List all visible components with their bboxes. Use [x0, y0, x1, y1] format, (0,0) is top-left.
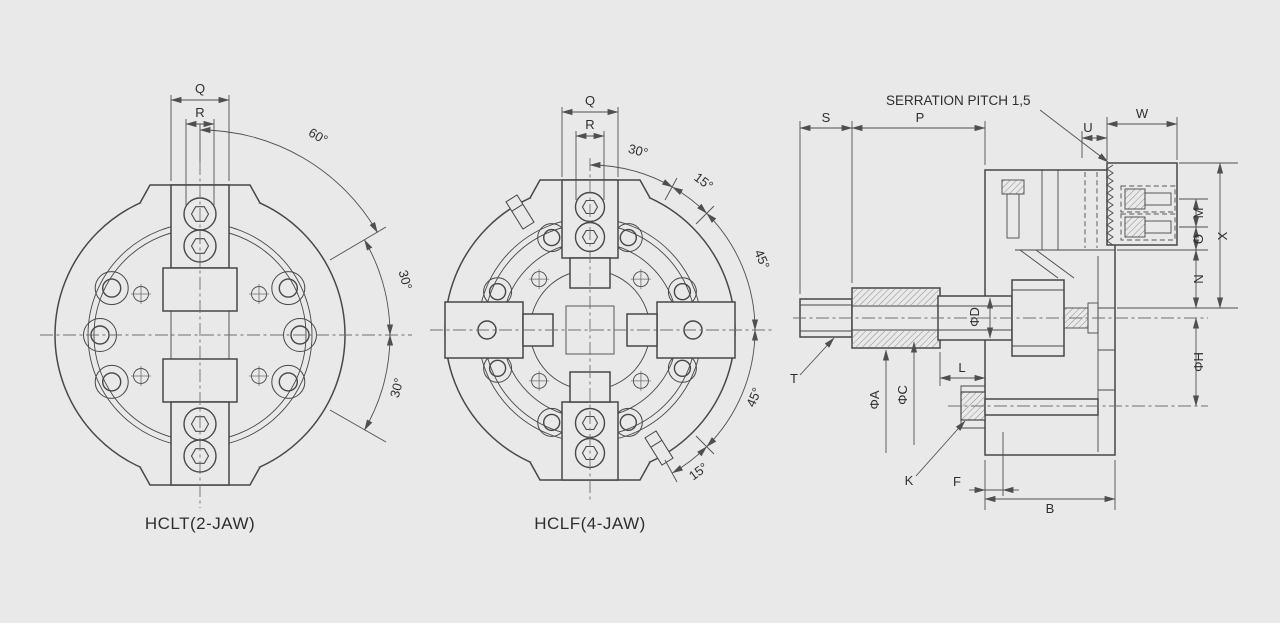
angle-label-15-upper: 15°: [691, 169, 716, 193]
dim-label-b: B: [1046, 501, 1055, 516]
jaw-bolt: [1124, 188, 1146, 210]
section-top-jaw: [1106, 162, 1178, 246]
angle-label-30-lower: 30°: [387, 376, 407, 399]
view-four-jaw-front: Q R 30° 15° 45° 45° 15° HCLF(4-JAW): [430, 93, 775, 533]
dim-label-q: Q: [585, 93, 595, 108]
mount-bolt-shank: [984, 398, 1099, 416]
dim-label-phi-a: ΦA: [867, 390, 882, 409]
dim-label-phi-c: ΦC: [895, 385, 910, 405]
pin-hole: [248, 283, 270, 305]
mount-screw: [505, 194, 535, 230]
serration-teeth: [1106, 164, 1114, 246]
view-two-jaw-front: Q R 60° 30° 30° HCLT(2-JAW): [40, 81, 415, 533]
pin-hole: [528, 370, 550, 392]
two-jaw-body: [40, 162, 412, 508]
angle-label-45-upper: 45°: [751, 247, 772, 271]
dim-label-u: U: [1083, 120, 1092, 135]
dim-label-phi-h: ΦH: [1191, 352, 1206, 372]
angle-label-60: 60°: [306, 125, 331, 148]
jaw-bolt: [1124, 216, 1146, 238]
pin-hole: [130, 283, 152, 305]
pin-hole: [130, 365, 152, 387]
dim-label-n: N: [1191, 274, 1206, 283]
caption-two-jaw: HCLT(2-JAW): [145, 514, 255, 533]
dim-label-phi-d: ΦD: [967, 307, 982, 327]
cover-bolt: [1001, 179, 1025, 195]
angle-label-30: 30°: [627, 141, 650, 161]
angle-label-15-lower: 15°: [686, 459, 711, 483]
caption-four-jaw: HCLF(4-JAW): [534, 514, 646, 533]
serration-note: SERRATION PITCH 1,5: [886, 93, 1031, 108]
pin-hole: [528, 268, 550, 290]
dim-label-r: R: [195, 105, 204, 120]
dim-label-p: P: [916, 110, 925, 125]
pin-hole: [248, 365, 270, 387]
dim-label-f: F: [953, 474, 961, 489]
view-cross-section: SERRATION PITCH 1,5 S P U W M O N X ΦH Φ…: [790, 93, 1238, 516]
dim-label-m: M: [1191, 208, 1206, 219]
angle-label-30-upper: 30°: [396, 268, 416, 291]
dim-label-x: X: [1215, 231, 1230, 240]
dim-label-o: O: [1191, 234, 1206, 244]
dim-label-k: K: [905, 473, 914, 488]
dim-label-q: Q: [195, 81, 205, 96]
four-jaw-body: [430, 158, 775, 502]
dim-label-t: T: [790, 371, 798, 386]
angle-label-45-lower: 45°: [743, 385, 764, 409]
dim-label-r: R: [585, 117, 594, 132]
dim-label-l: L: [958, 360, 965, 375]
dim-label-w: W: [1136, 106, 1149, 121]
pin-hole: [630, 370, 652, 392]
dim-label-s: S: [822, 110, 831, 125]
mount-screw: [644, 430, 674, 466]
pin-hole: [630, 268, 652, 290]
two-jaw-dimensions: Q R 60° 30° 30°: [170, 81, 416, 443]
section-dimensions: SERRATION PITCH 1,5 S P U W M O N X ΦH Φ…: [790, 93, 1238, 516]
